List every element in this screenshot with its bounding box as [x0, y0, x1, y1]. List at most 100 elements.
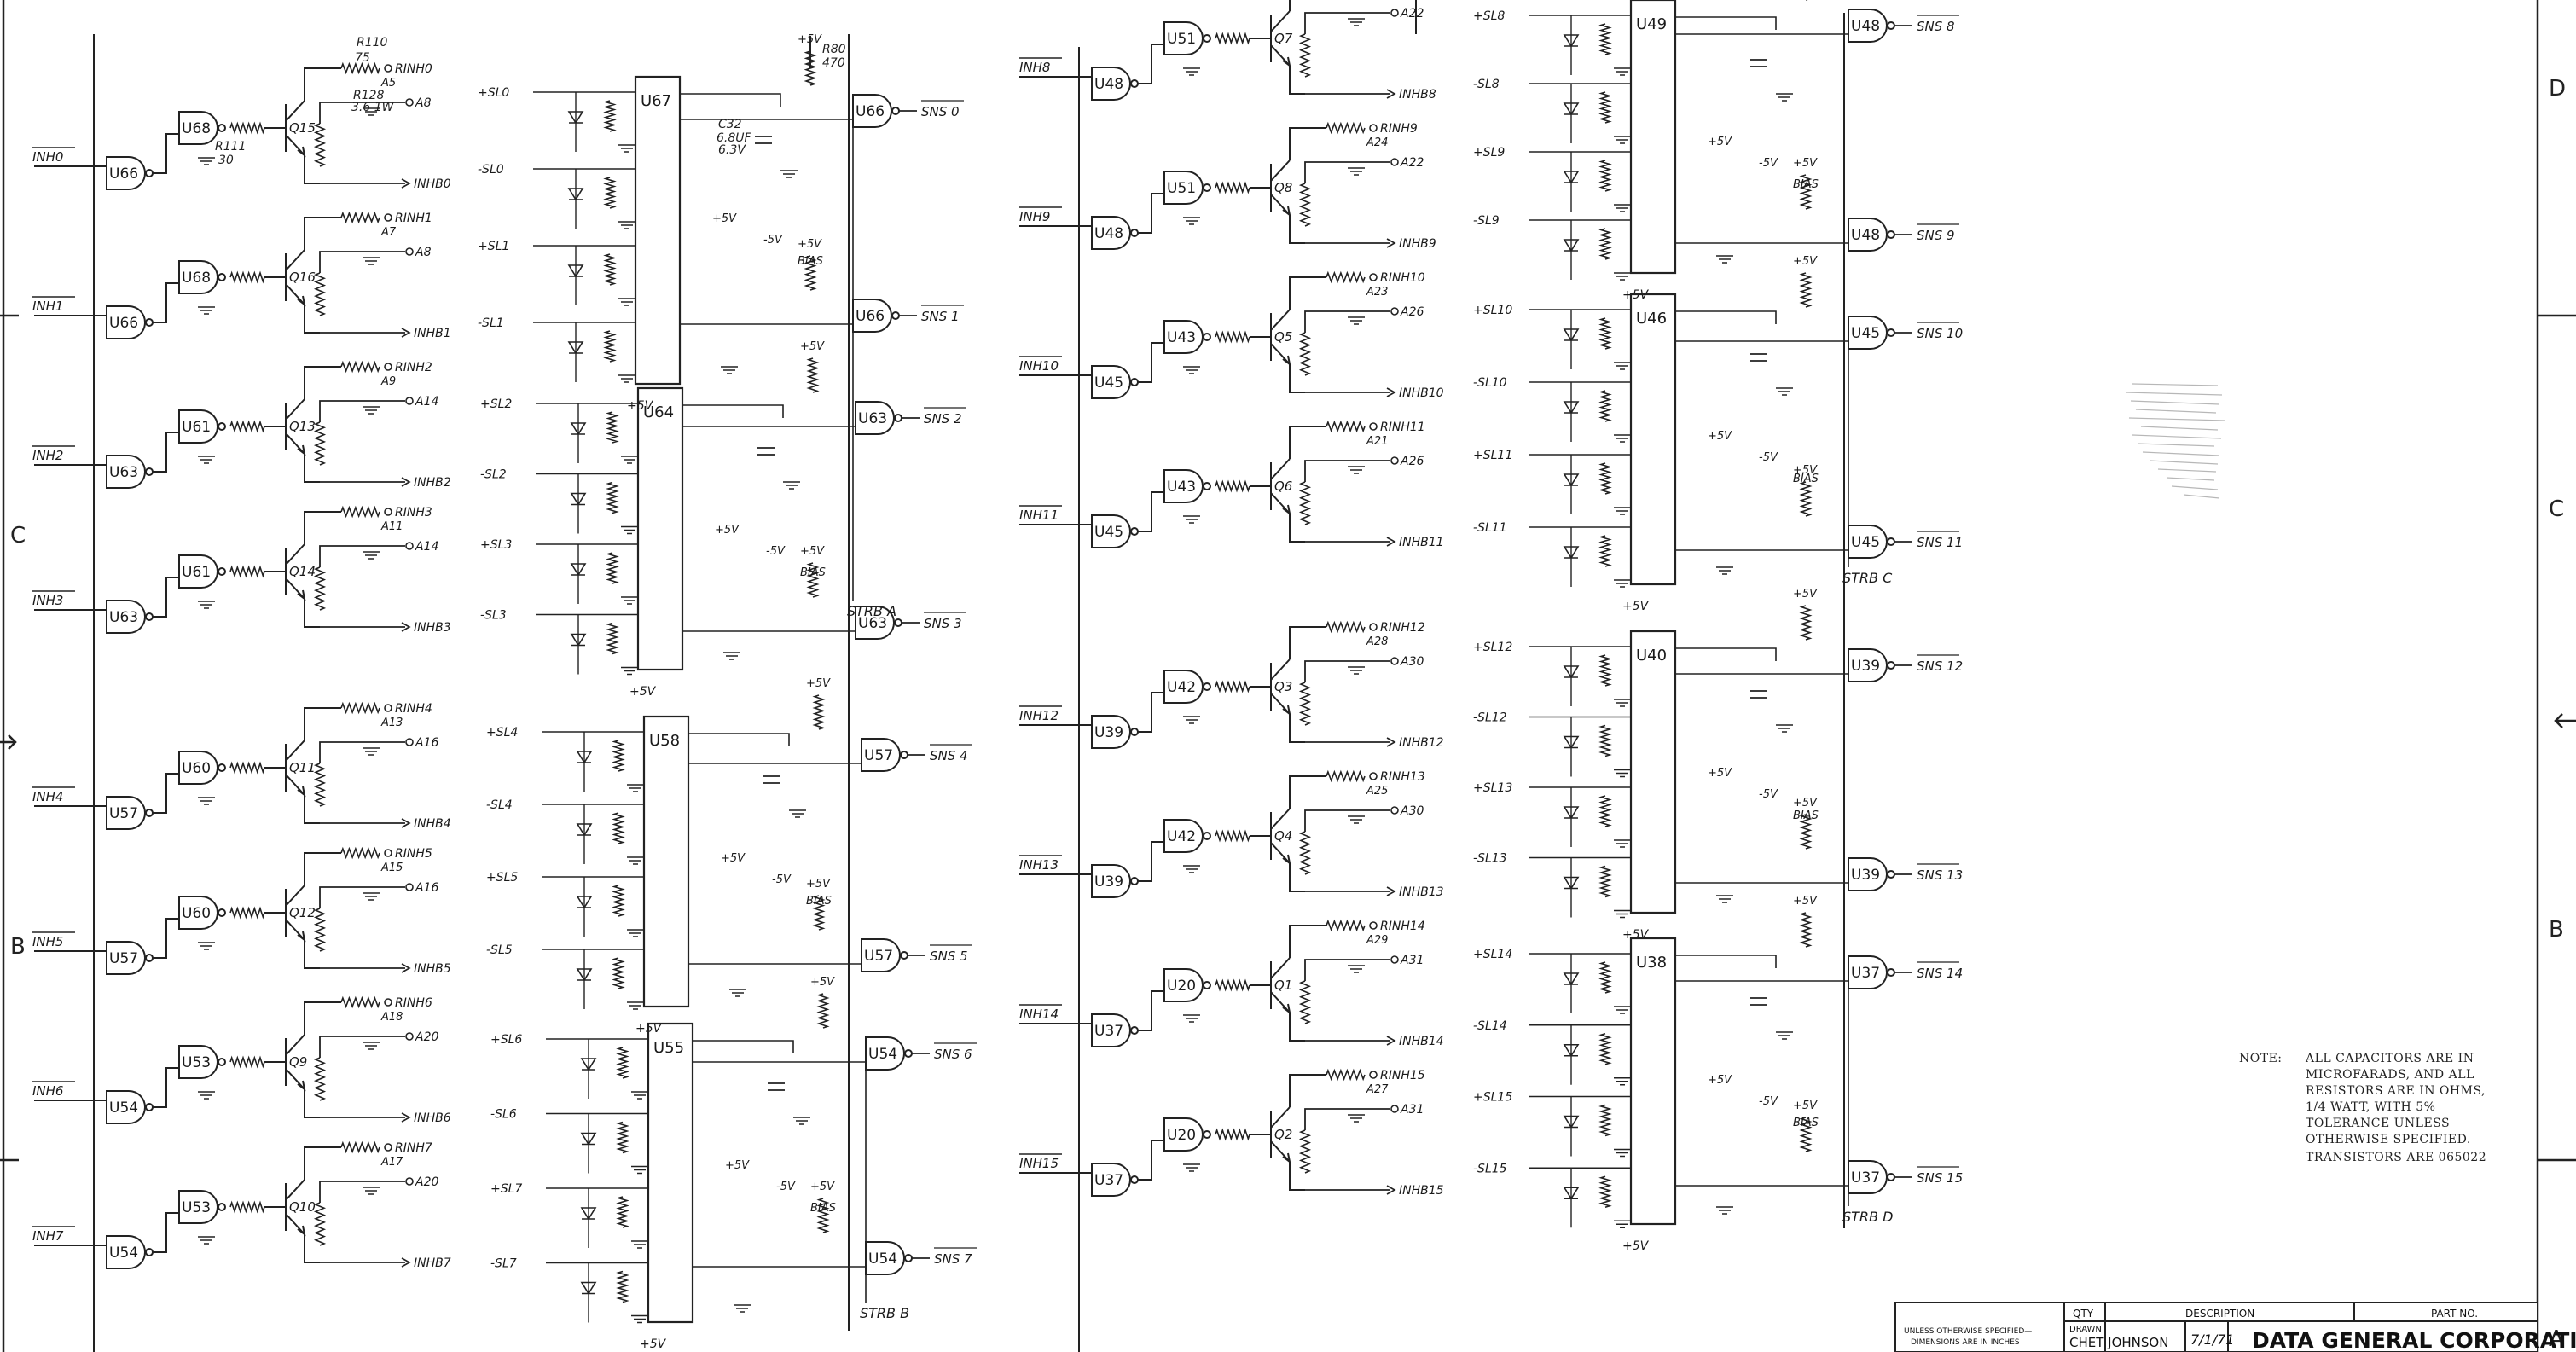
nand-gate-a	[106, 156, 146, 190]
inhibit-input-label: INH12	[1019, 708, 1059, 723]
zone-label-right-d: D	[2549, 76, 2566, 102]
sense-output-gate	[1848, 1160, 1888, 1194]
sense-line-label: +SL2	[480, 397, 512, 411]
nand-gate-a	[106, 455, 146, 489]
title-unless: UNLESS OTHERWISE SPECIFIED—	[1904, 1327, 2032, 1336]
inhb-label: INHB15	[1399, 1184, 1444, 1198]
drive-transistor	[285, 100, 306, 158]
supply-bottom-label: +5V	[627, 399, 654, 413]
drive-transistor	[285, 543, 306, 601]
rinh-label: RINH10	[1380, 271, 1425, 285]
sense-output-gate-label: U63	[858, 410, 887, 427]
sense-output-gate	[1848, 316, 1888, 350]
rinh-label: RINH1	[395, 212, 432, 225]
sense-line-label: +SL1	[478, 240, 509, 253]
sense-output-gate-label: U66	[856, 103, 885, 120]
sense-amp-label: U46	[1636, 310, 1667, 328]
sense-output-label: SNS 10	[1917, 326, 1963, 341]
sense-output-gate	[855, 606, 895, 640]
sense-line-label: -SL0	[478, 163, 504, 177]
nand-gate-a	[106, 941, 146, 975]
pin-label: A17	[380, 1156, 403, 1169]
nand-gate-b	[1163, 1117, 1204, 1152]
drive-transistor	[1270, 808, 1291, 866]
rinh-label: RINH3	[395, 506, 432, 519]
sense-line-label: -SL6	[490, 1108, 517, 1122]
sense-line-label: -SL10	[1473, 376, 1507, 390]
nand-gate-a-label: U63	[109, 609, 138, 626]
sense-line-label: -SL15	[1473, 1162, 1507, 1175]
supply-neg-label: -5V	[766, 545, 786, 558]
sense-line-label: -SL9	[1473, 214, 1500, 228]
nand-gate-b-label: U42	[1167, 679, 1196, 696]
bias-label: BIAS	[1793, 178, 1819, 191]
nand-gate-b-label: U43	[1167, 479, 1196, 496]
nand-gate-a-label: U57	[109, 805, 138, 822]
drive-transistor-label: Q9	[289, 1054, 307, 1070]
sense-output-label: SNS 15	[1917, 1170, 1963, 1186]
a-node-label: A30	[1400, 655, 1424, 669]
nand-gate-a	[106, 600, 146, 634]
sense-line-label: +SL10	[1473, 304, 1512, 317]
sense-amp-label: U67	[641, 92, 671, 110]
label-r128: R128	[353, 89, 385, 102]
nand-gate-b-label: U60	[182, 905, 211, 922]
a-node-label: A16	[415, 736, 438, 750]
sense-output-gate	[1848, 955, 1888, 989]
sense-output-label: SNS 5	[930, 949, 968, 964]
nand-gate-a-label: U39	[1094, 873, 1123, 891]
sense-line-label: +SL13	[1473, 781, 1512, 795]
pullup-supply-label: +5V	[798, 33, 822, 46]
nand-gate-a	[106, 796, 146, 830]
sense-amp-label: U58	[649, 732, 680, 750]
inhibit-input-label: INH5	[32, 934, 63, 949]
supply-label: +5V	[1708, 136, 1732, 148]
rinh-label: RINH13	[1380, 770, 1425, 784]
inhb-label: INHB0	[414, 177, 451, 191]
sense-output-gate-label: U54	[868, 1250, 897, 1268]
drive-transistor-label: Q1	[1274, 978, 1292, 993]
a-node-label: A20	[415, 1030, 438, 1044]
zone-label-right-a: A	[2549, 1326, 2564, 1352]
sense-output-gate	[865, 1241, 905, 1275]
nand-gate-b	[178, 260, 218, 294]
sense-line-label: -SL7	[490, 1257, 517, 1271]
sense-amp-chip	[1629, 0, 1677, 275]
sense-line-label: +SL12	[1473, 641, 1512, 654]
supply-bottom-label: +5V	[1622, 928, 1650, 942]
sense-amp-label: U40	[1636, 647, 1667, 664]
sense-output-gate	[1848, 857, 1888, 891]
rinh-label: RINH7	[395, 1141, 432, 1155]
bias-label: BIAS	[806, 895, 832, 908]
bias-label: BIAS	[800, 566, 826, 579]
rinh-label: RINH4	[395, 702, 432, 716]
inhb-label: INHB2	[414, 476, 451, 490]
sense-output-gate-label: U37	[1851, 1169, 1880, 1187]
sense-amp-chip	[1629, 630, 1677, 914]
pin-label: A21	[1366, 435, 1388, 448]
sense-output-label: SNS 13	[1917, 867, 1963, 883]
pin-label: A15	[380, 862, 403, 874]
bias-label: BIAS	[1793, 809, 1819, 822]
drive-transistor	[1270, 458, 1291, 516]
rinh-label: RINH11	[1380, 421, 1425, 434]
drive-transistor	[1270, 659, 1291, 717]
nand-gate-a-label: U66	[109, 165, 138, 183]
nand-gate-a-label: U48	[1094, 225, 1123, 242]
a-node-label: A8	[415, 96, 432, 110]
sense-output-gate-label: U57	[864, 747, 893, 764]
nand-gate-b-label: U42	[1167, 828, 1196, 845]
supply-neg-label: -5V	[1759, 788, 1778, 801]
pin-label: A18	[380, 1011, 403, 1024]
inhb-label: INHB5	[414, 962, 451, 976]
strobe-label: STRB C	[1842, 570, 1893, 586]
sense-line-label: -SL4	[486, 798, 513, 812]
title-part-no: PART NO.	[2431, 1308, 2478, 1320]
nand-gate-a	[106, 1090, 146, 1124]
sense-output-label: SNS 4	[930, 748, 968, 763]
inhb-label: INHB12	[1399, 736, 1444, 750]
